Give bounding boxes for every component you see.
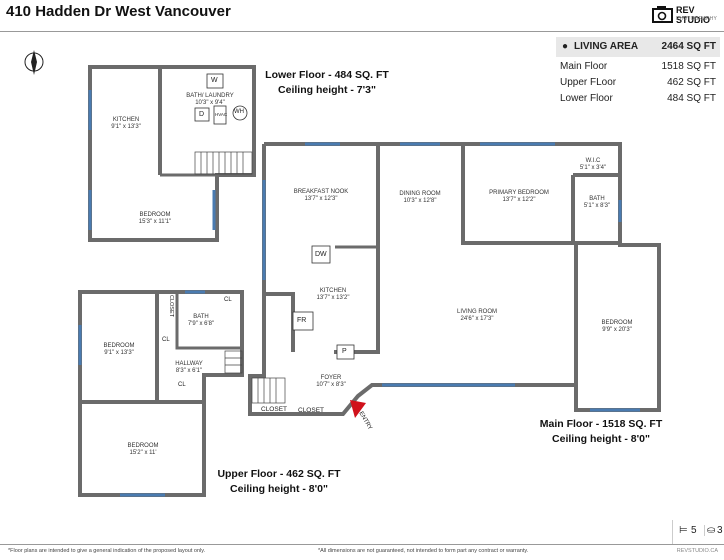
closet-label: CLOSET [298,407,325,414]
footer-website: REVSTUDIO.CA [676,548,718,554]
closet-label: CL [178,382,186,388]
fixtures [194,73,355,360]
bathtub-icon: ⛀ [704,525,715,536]
closet-label: CLOSET [168,294,175,318]
footer-divider [0,544,724,545]
camera-icon [652,6,673,23]
closet-label: CL [224,297,232,303]
bedroom-count: 5 [691,525,697,536]
pantry-label: P [342,348,347,355]
compass-icon [24,50,44,75]
page-title: 410 Hadden Dr West Vancouver [6,3,231,20]
logo: REV STUDIO PHOTOGRAPHY [652,4,724,26]
footer-disclaimer-center: *All dimensions are not guaranteed, not … [318,548,529,554]
bathroom-count: 3 [717,525,723,536]
windows [78,90,640,497]
dishwasher-label: DW [315,251,327,258]
room-count: ⊨ 5 ⛀ 3 [672,520,724,544]
entry-arrow-icon [350,400,366,418]
closet-label: CL [162,337,170,343]
living-area-total: ● LIVING AREA 2464 SQ FT [556,37,720,57]
footer-disclaimer-left: *Floor plans are intended to give a gene… [8,548,206,554]
bullet-icon: ● [562,41,569,52]
stairs [194,151,286,404]
closet-label: CLOSET [261,406,288,413]
fridge-label: FR [297,317,307,324]
washer-label: W [211,77,218,84]
bed-icon: ⊨ [679,525,688,536]
hvac-label: HVAC [215,112,228,117]
dryer-label: D [199,111,205,118]
header-divider [0,31,724,32]
water-heater-label: WH [234,109,244,115]
